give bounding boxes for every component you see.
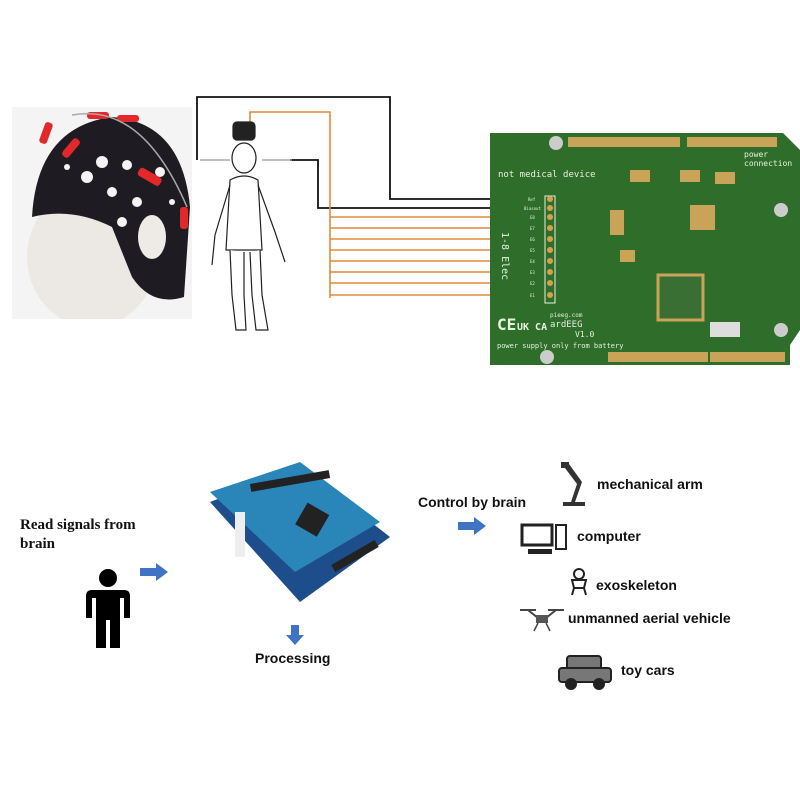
svg-text:E3: E3 bbox=[530, 270, 535, 275]
ardeeg-board-photo bbox=[210, 462, 390, 602]
svg-text:E1: E1 bbox=[530, 293, 535, 298]
ce-mark: CE bbox=[497, 315, 516, 334]
electrodes bbox=[39, 112, 188, 229]
svg-text:E7: E7 bbox=[530, 226, 535, 231]
output-exoskeleton: exoskeleton bbox=[596, 577, 677, 593]
ardeeg-pcb: not medical device 1-8 Elec pieeg.com ar… bbox=[490, 133, 800, 365]
svg-text:E6: E6 bbox=[530, 237, 535, 242]
output-toy-cars: toy cars bbox=[621, 662, 675, 678]
control-label: Control by brain bbox=[418, 494, 527, 510]
input-label: Read signals from brain bbox=[20, 517, 136, 552]
svg-text:E2: E2 bbox=[530, 281, 535, 286]
arrow-right-icon bbox=[458, 517, 486, 535]
svg-text:Biasout: Biasout bbox=[524, 206, 541, 211]
svg-text:E8: E8 bbox=[530, 215, 535, 220]
person-icon bbox=[86, 569, 130, 648]
power-note: power supply only from battery bbox=[497, 342, 623, 350]
eeg-cap-photo bbox=[12, 107, 192, 319]
product-name: ardEEG bbox=[550, 320, 583, 330]
wooden-mannequin bbox=[200, 121, 292, 331]
svg-text:E5: E5 bbox=[530, 248, 535, 253]
wiring: not medical device 1-8 Elec pieeg.com ar… bbox=[196, 96, 800, 365]
arrow-down-icon bbox=[286, 625, 304, 645]
svg-text:Ref: Ref bbox=[528, 197, 536, 202]
processing-label: Processing bbox=[255, 650, 331, 666]
brand-url: pieeg.com bbox=[550, 312, 583, 319]
bias-wire bbox=[290, 159, 548, 209]
svg-text:E4: E4 bbox=[530, 259, 535, 264]
output-mechanical-arm: mechanical arm bbox=[597, 476, 703, 492]
electrode-label: 1-8 Elec bbox=[499, 232, 510, 280]
power-connection-label: power connection bbox=[744, 150, 793, 168]
output-computer: computer bbox=[577, 528, 641, 544]
pcb-warning: not medical device bbox=[498, 170, 596, 180]
version: V1.0 bbox=[575, 330, 594, 339]
car-icon bbox=[558, 655, 612, 690]
exoskeleton-icon bbox=[570, 568, 588, 596]
drone-icon bbox=[520, 609, 564, 632]
ref-wire bbox=[196, 96, 548, 200]
ukca-mark: UK CA bbox=[517, 322, 547, 333]
computer-icon bbox=[520, 523, 567, 554]
output-drone: unmanned aerial vehicle bbox=[568, 610, 731, 626]
arrow-right-icon bbox=[140, 563, 168, 581]
robot-arm-icon bbox=[561, 462, 585, 506]
